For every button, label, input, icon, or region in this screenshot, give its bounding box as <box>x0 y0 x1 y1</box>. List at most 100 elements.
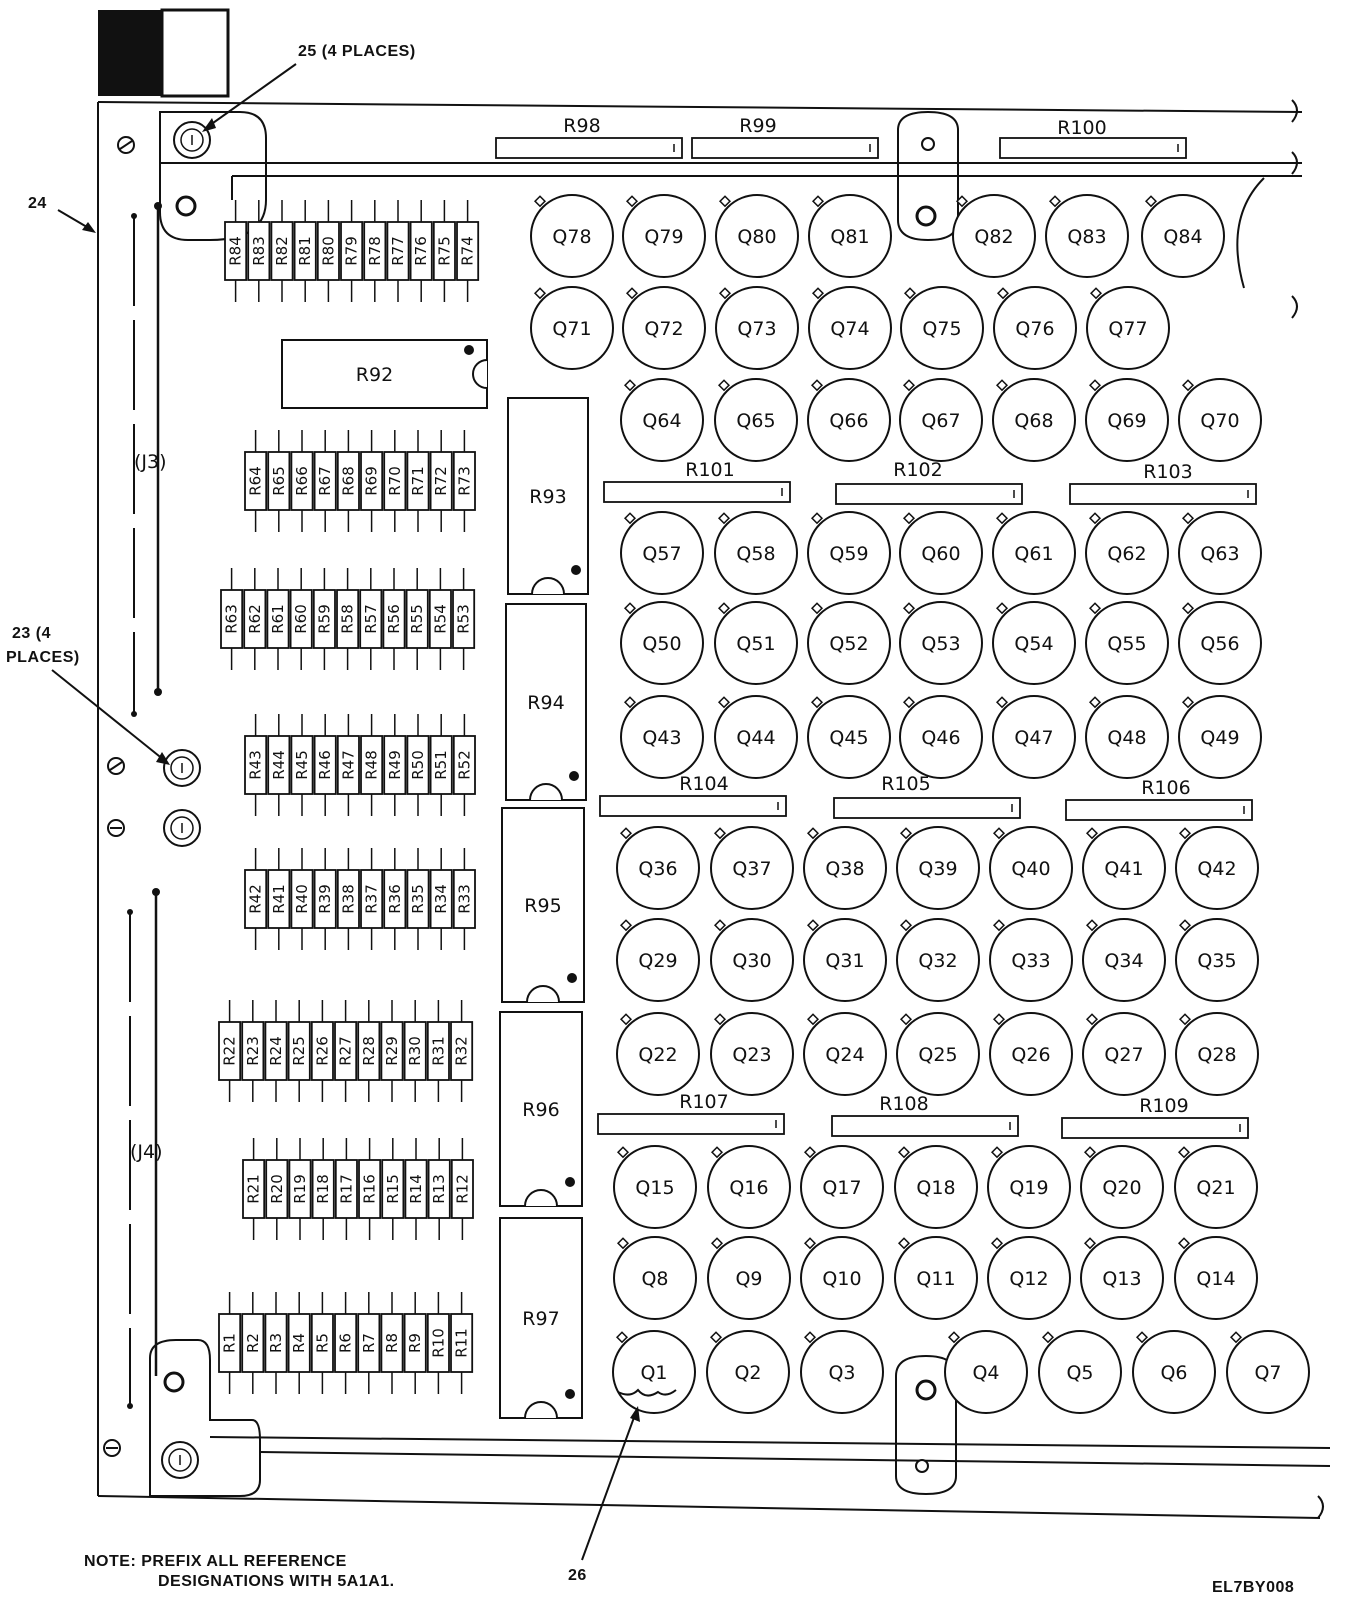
resistor-label: R75 <box>435 236 453 266</box>
transistor-q9: Q9 <box>707 1236 791 1320</box>
transistor-q50: Q50 <box>620 601 704 685</box>
resistor-r62: R62 <box>243 568 267 670</box>
resistor-label: R54 <box>431 604 449 634</box>
callout-25-leader <box>205 63 297 129</box>
resistor-label: R23 <box>244 1036 262 1066</box>
resistor-r57: R57 <box>359 568 383 670</box>
resistor-label: R79 <box>343 236 361 266</box>
q1-cutaway-edge <box>617 1388 677 1397</box>
transistor-q16: Q16 <box>707 1145 791 1229</box>
screw-mid-left-2 <box>107 819 125 837</box>
strip-resistor-r108: R108 <box>831 1093 1019 1137</box>
transistor-q51: Q51 <box>714 601 798 685</box>
transistor-q19: Q19 <box>987 1145 1071 1229</box>
callout-26-leader <box>581 1411 637 1561</box>
screw-mid-left-1 <box>107 757 125 775</box>
resistor-label: R76 <box>412 236 430 266</box>
resistor-label: R30 <box>406 1036 424 1066</box>
transistor-q27: Q27 <box>1082 1012 1166 1096</box>
resistor-label: R34 <box>432 884 450 914</box>
resistor-r40: R40 <box>290 848 314 950</box>
transistor-q10: Q10 <box>800 1236 884 1320</box>
resistor-r5: R5 <box>310 1292 334 1394</box>
connector-j3-j4-lines <box>127 202 162 1409</box>
resistor-network-label: R94 <box>527 692 564 714</box>
transistor-label: Q15 <box>635 1177 674 1199</box>
transistor-q15: Q15 <box>613 1145 697 1229</box>
resistor-r43: R43 <box>244 714 268 816</box>
transistor-q35: Q35 <box>1175 918 1259 1002</box>
hole-bottom-center <box>915 1459 929 1473</box>
resistor-r13: R13 <box>427 1138 451 1240</box>
transistor-label: Q79 <box>644 226 683 248</box>
transistor-q30: Q30 <box>710 918 794 1002</box>
resistor-label: R18 <box>314 1174 332 1204</box>
transistor-label: Q75 <box>922 318 961 340</box>
hole-top-center <box>921 137 935 151</box>
transistor-label: Q8 <box>641 1268 668 1290</box>
transistor-q84: Q84 <box>1141 194 1225 278</box>
strip-resistor-r99: R99 <box>691 115 879 159</box>
transistor-label: Q13 <box>1102 1268 1141 1290</box>
transistor-label: Q1 <box>640 1362 667 1384</box>
nut-bottom-center <box>915 1379 937 1401</box>
strip-resistor-r109: R109 <box>1061 1095 1249 1139</box>
resistor-r56: R56 <box>382 568 406 670</box>
resistor-label: R81 <box>296 236 314 266</box>
standoff-mid-2 <box>163 809 201 847</box>
transistor-q74: Q74 <box>808 286 892 370</box>
transistor-label: Q14 <box>1196 1268 1235 1290</box>
resistor-r83: R83 <box>247 200 271 302</box>
transistor-q6: Q6 <box>1132 1330 1216 1414</box>
resistor-r24: R24 <box>264 1000 288 1102</box>
transistor-q26: Q26 <box>989 1012 1073 1096</box>
resistor-r33: R33 <box>452 848 476 950</box>
resistor-r80: R80 <box>316 200 340 302</box>
transistor-q38: Q38 <box>803 826 887 910</box>
transistor-q63: Q63 <box>1178 511 1262 595</box>
resistor-label: R8 <box>383 1333 401 1353</box>
resistor-r53: R53 <box>452 568 476 670</box>
transistor-label: Q18 <box>916 1177 955 1199</box>
strip-resistor-label: R98 <box>563 115 600 137</box>
transistor-label: Q28 <box>1197 1044 1236 1066</box>
resistor-label: R25 <box>290 1036 308 1066</box>
resistor-network-r97: R97 <box>499 1217 583 1419</box>
resistor-r19: R19 <box>288 1138 312 1240</box>
transistor-q11: Q11 <box>894 1236 978 1320</box>
transistor-label: Q6 <box>1160 1362 1187 1384</box>
strip-resistor-r101: R101 <box>603 459 791 503</box>
transistor-q5: Q5 <box>1038 1330 1122 1414</box>
transistor-q33: Q33 <box>989 918 1073 1002</box>
resistor-r14: R14 <box>404 1138 428 1240</box>
fasteners <box>103 121 937 1479</box>
transistor-label: Q17 <box>822 1177 861 1199</box>
figure-id: EL7BY008 <box>1212 1579 1294 1596</box>
callout-25: 25 (4 PLACES) <box>298 43 416 60</box>
resistor-r36: R36 <box>383 848 407 950</box>
resistor-r28: R28 <box>357 1000 381 1102</box>
transistor-q29: Q29 <box>616 918 700 1002</box>
transistor-q69: Q69 <box>1085 378 1169 462</box>
resistor-r79: R79 <box>340 200 364 302</box>
resistor-r66: R66 <box>290 430 314 532</box>
callout-23-leader <box>51 669 165 761</box>
resistor-r7: R7 <box>357 1292 381 1394</box>
resistor-label: R15 <box>384 1174 402 1204</box>
note-line-2: DESIGNATIONS WITH 5A1A1. <box>158 1573 395 1590</box>
resistor-network-r93: R93 <box>507 397 589 595</box>
transistor-label: Q72 <box>644 318 683 340</box>
strip-resistor-label: R99 <box>739 115 776 137</box>
resistor-label: R73 <box>455 466 473 496</box>
transistor-q23: Q23 <box>710 1012 794 1096</box>
resistor-label: R72 <box>432 466 450 496</box>
resistor-label: R17 <box>337 1174 355 1204</box>
resistor-label: R44 <box>270 750 288 780</box>
resistor-label: R42 <box>247 884 265 914</box>
resistor-r70: R70 <box>383 430 407 532</box>
nut-top-left <box>175 195 197 217</box>
resistor-label: R49 <box>386 750 404 780</box>
resistor-r45: R45 <box>290 714 314 816</box>
